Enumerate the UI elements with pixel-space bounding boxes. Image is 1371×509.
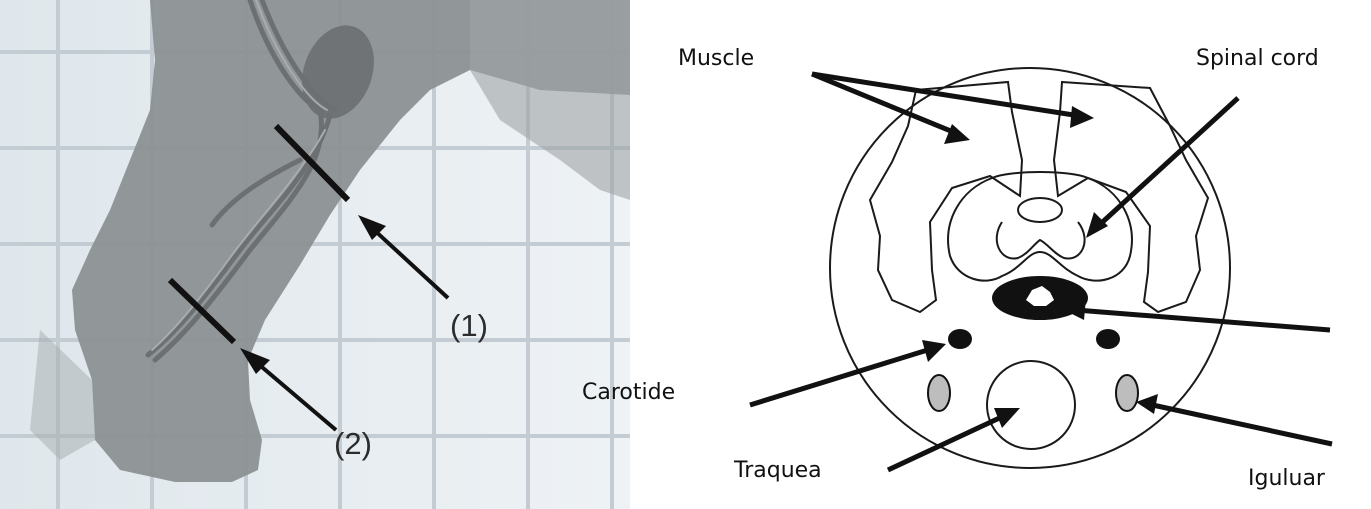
limb-illustration	[0, 0, 630, 509]
dissection-photo: (1) (2)	[0, 0, 630, 509]
label-iguluar: Iguluar	[1248, 466, 1325, 491]
trachea	[987, 361, 1075, 449]
spinal-canal	[1018, 198, 1062, 222]
label-carotide: Carotide	[582, 380, 675, 405]
cross-section-diagram: Muscle Spinal cord Carotide Traquea Igul…	[630, 0, 1371, 509]
neck-cross-section	[630, 0, 1371, 509]
label-traquea: Traquea	[734, 458, 822, 483]
jugular-right	[1116, 375, 1138, 411]
jugular-left	[928, 375, 950, 411]
cut-label-2: (2)	[334, 426, 372, 462]
label-arrows	[750, 74, 1332, 470]
carotid-right	[1096, 329, 1120, 349]
cut-label-1: (1)	[450, 308, 488, 344]
label-spinal-cord: Spinal cord	[1196, 46, 1319, 71]
carotid-left	[948, 329, 972, 349]
label-muscle: Muscle	[678, 46, 754, 71]
